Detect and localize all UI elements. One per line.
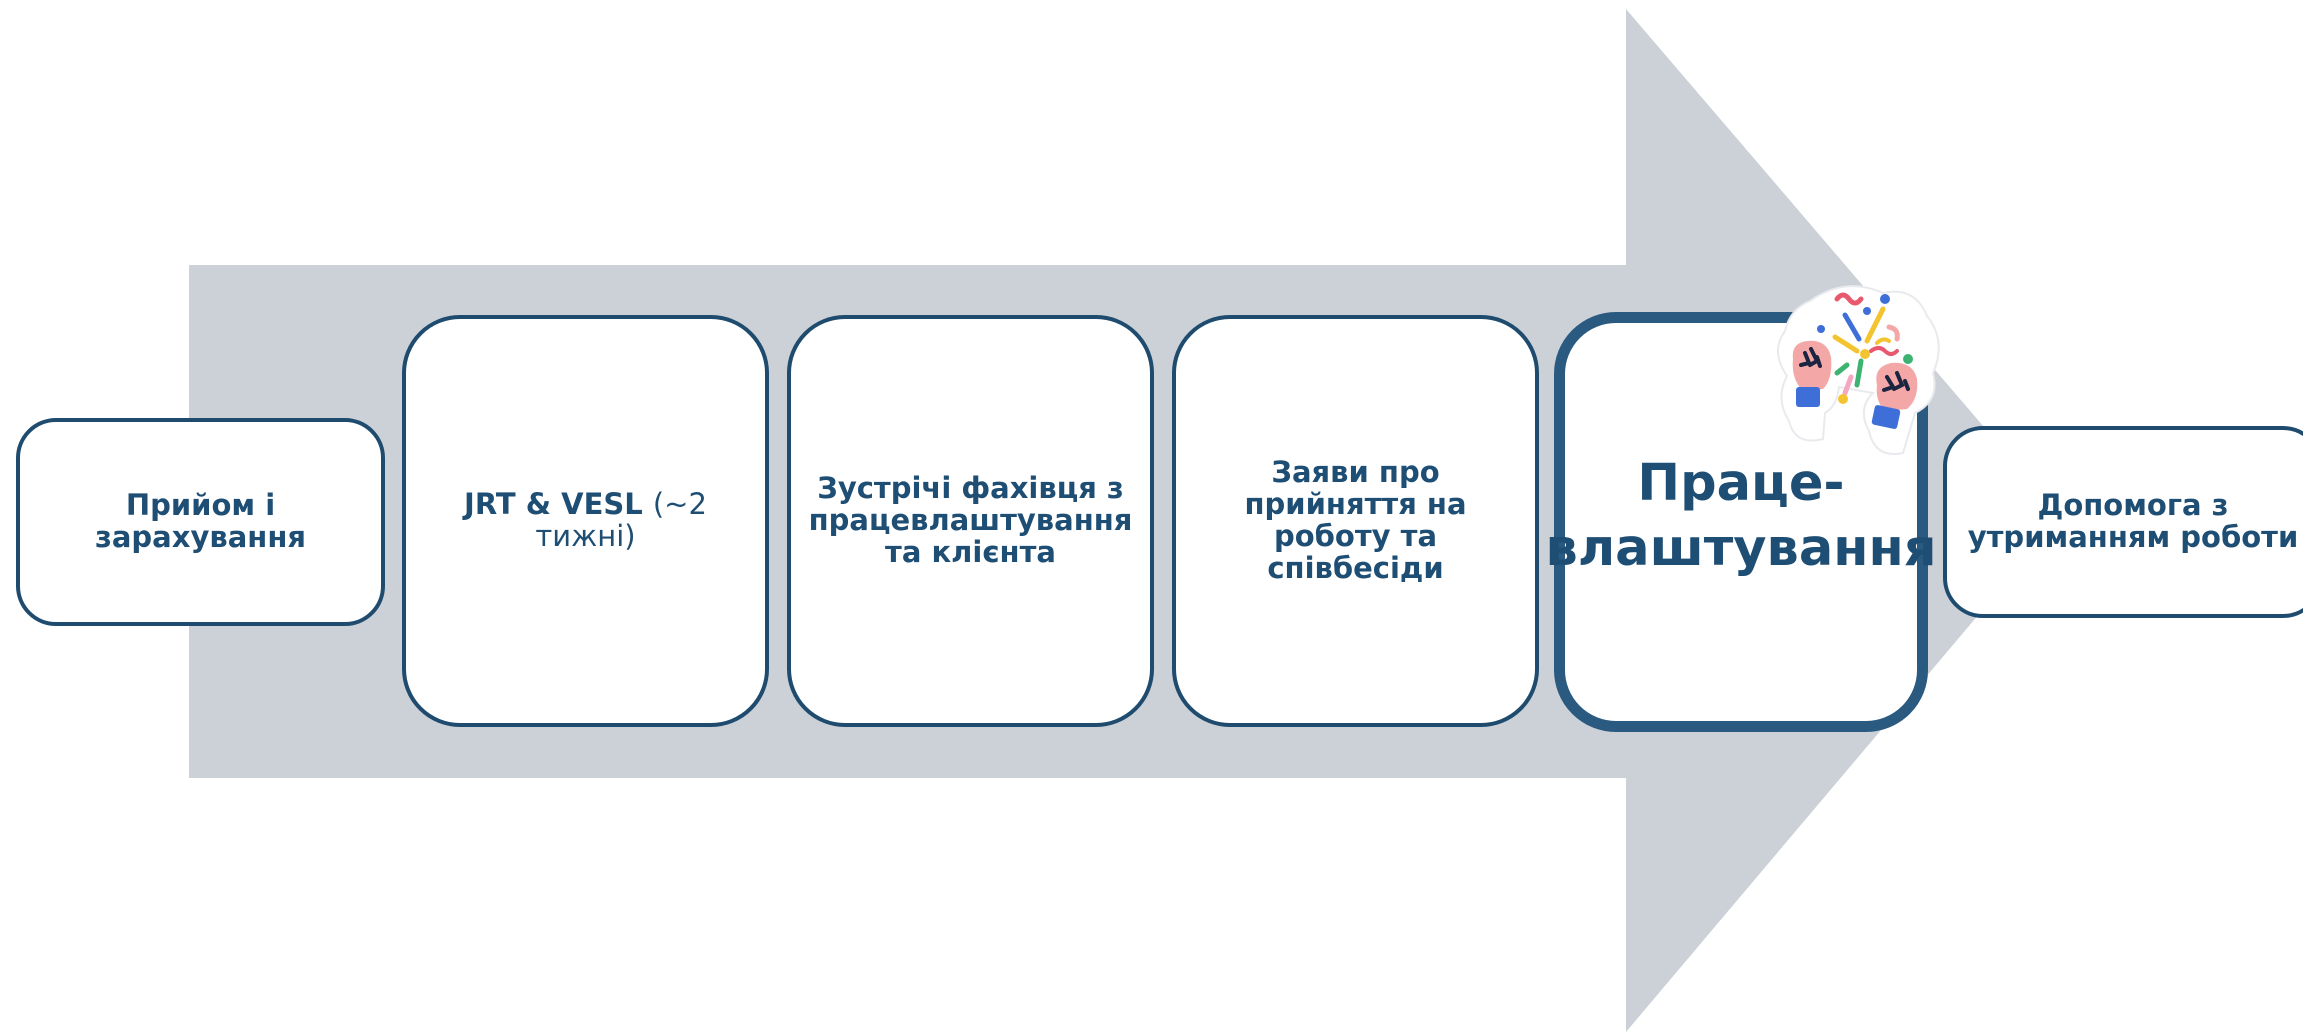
step-jrt-label-duration: (~2 тижні) [535, 487, 707, 553]
step-meetings-label: Зустрічі фахівця з працевлаштування та к… [808, 471, 1133, 569]
step-retention-label: Допомога з утриманням роботи [1967, 488, 2299, 554]
step-jrt-vesl: JRT & VESL (~2 тижні) [402, 315, 769, 727]
celebration-confetti-icon [1777, 285, 1940, 455]
step-applications-label: Заяви про прийняття на роботу та співбес… [1244, 455, 1467, 585]
step-job-retention: Допомога з утриманням роботи [1943, 426, 2303, 618]
step-specialist-meetings: Зустрічі фахівця з працевлаштування та к… [787, 315, 1154, 727]
step-jrt-label-bold: JRT & VESL [464, 487, 643, 522]
step-applications-interviews: Заяви про прийняття на роботу та співбес… [1172, 315, 1539, 727]
step-intake-enrollment: Прийом і зарахування [16, 418, 385, 626]
step-employment: Праце-влаштування [1546, 312, 1936, 732]
step-jrt-label: JRT & VESL (~2 тижні) [406, 487, 765, 553]
step-intake-label: Прийом і зарахування [95, 488, 306, 554]
step-employment-label: Праце-влаштування [1545, 454, 1937, 578]
